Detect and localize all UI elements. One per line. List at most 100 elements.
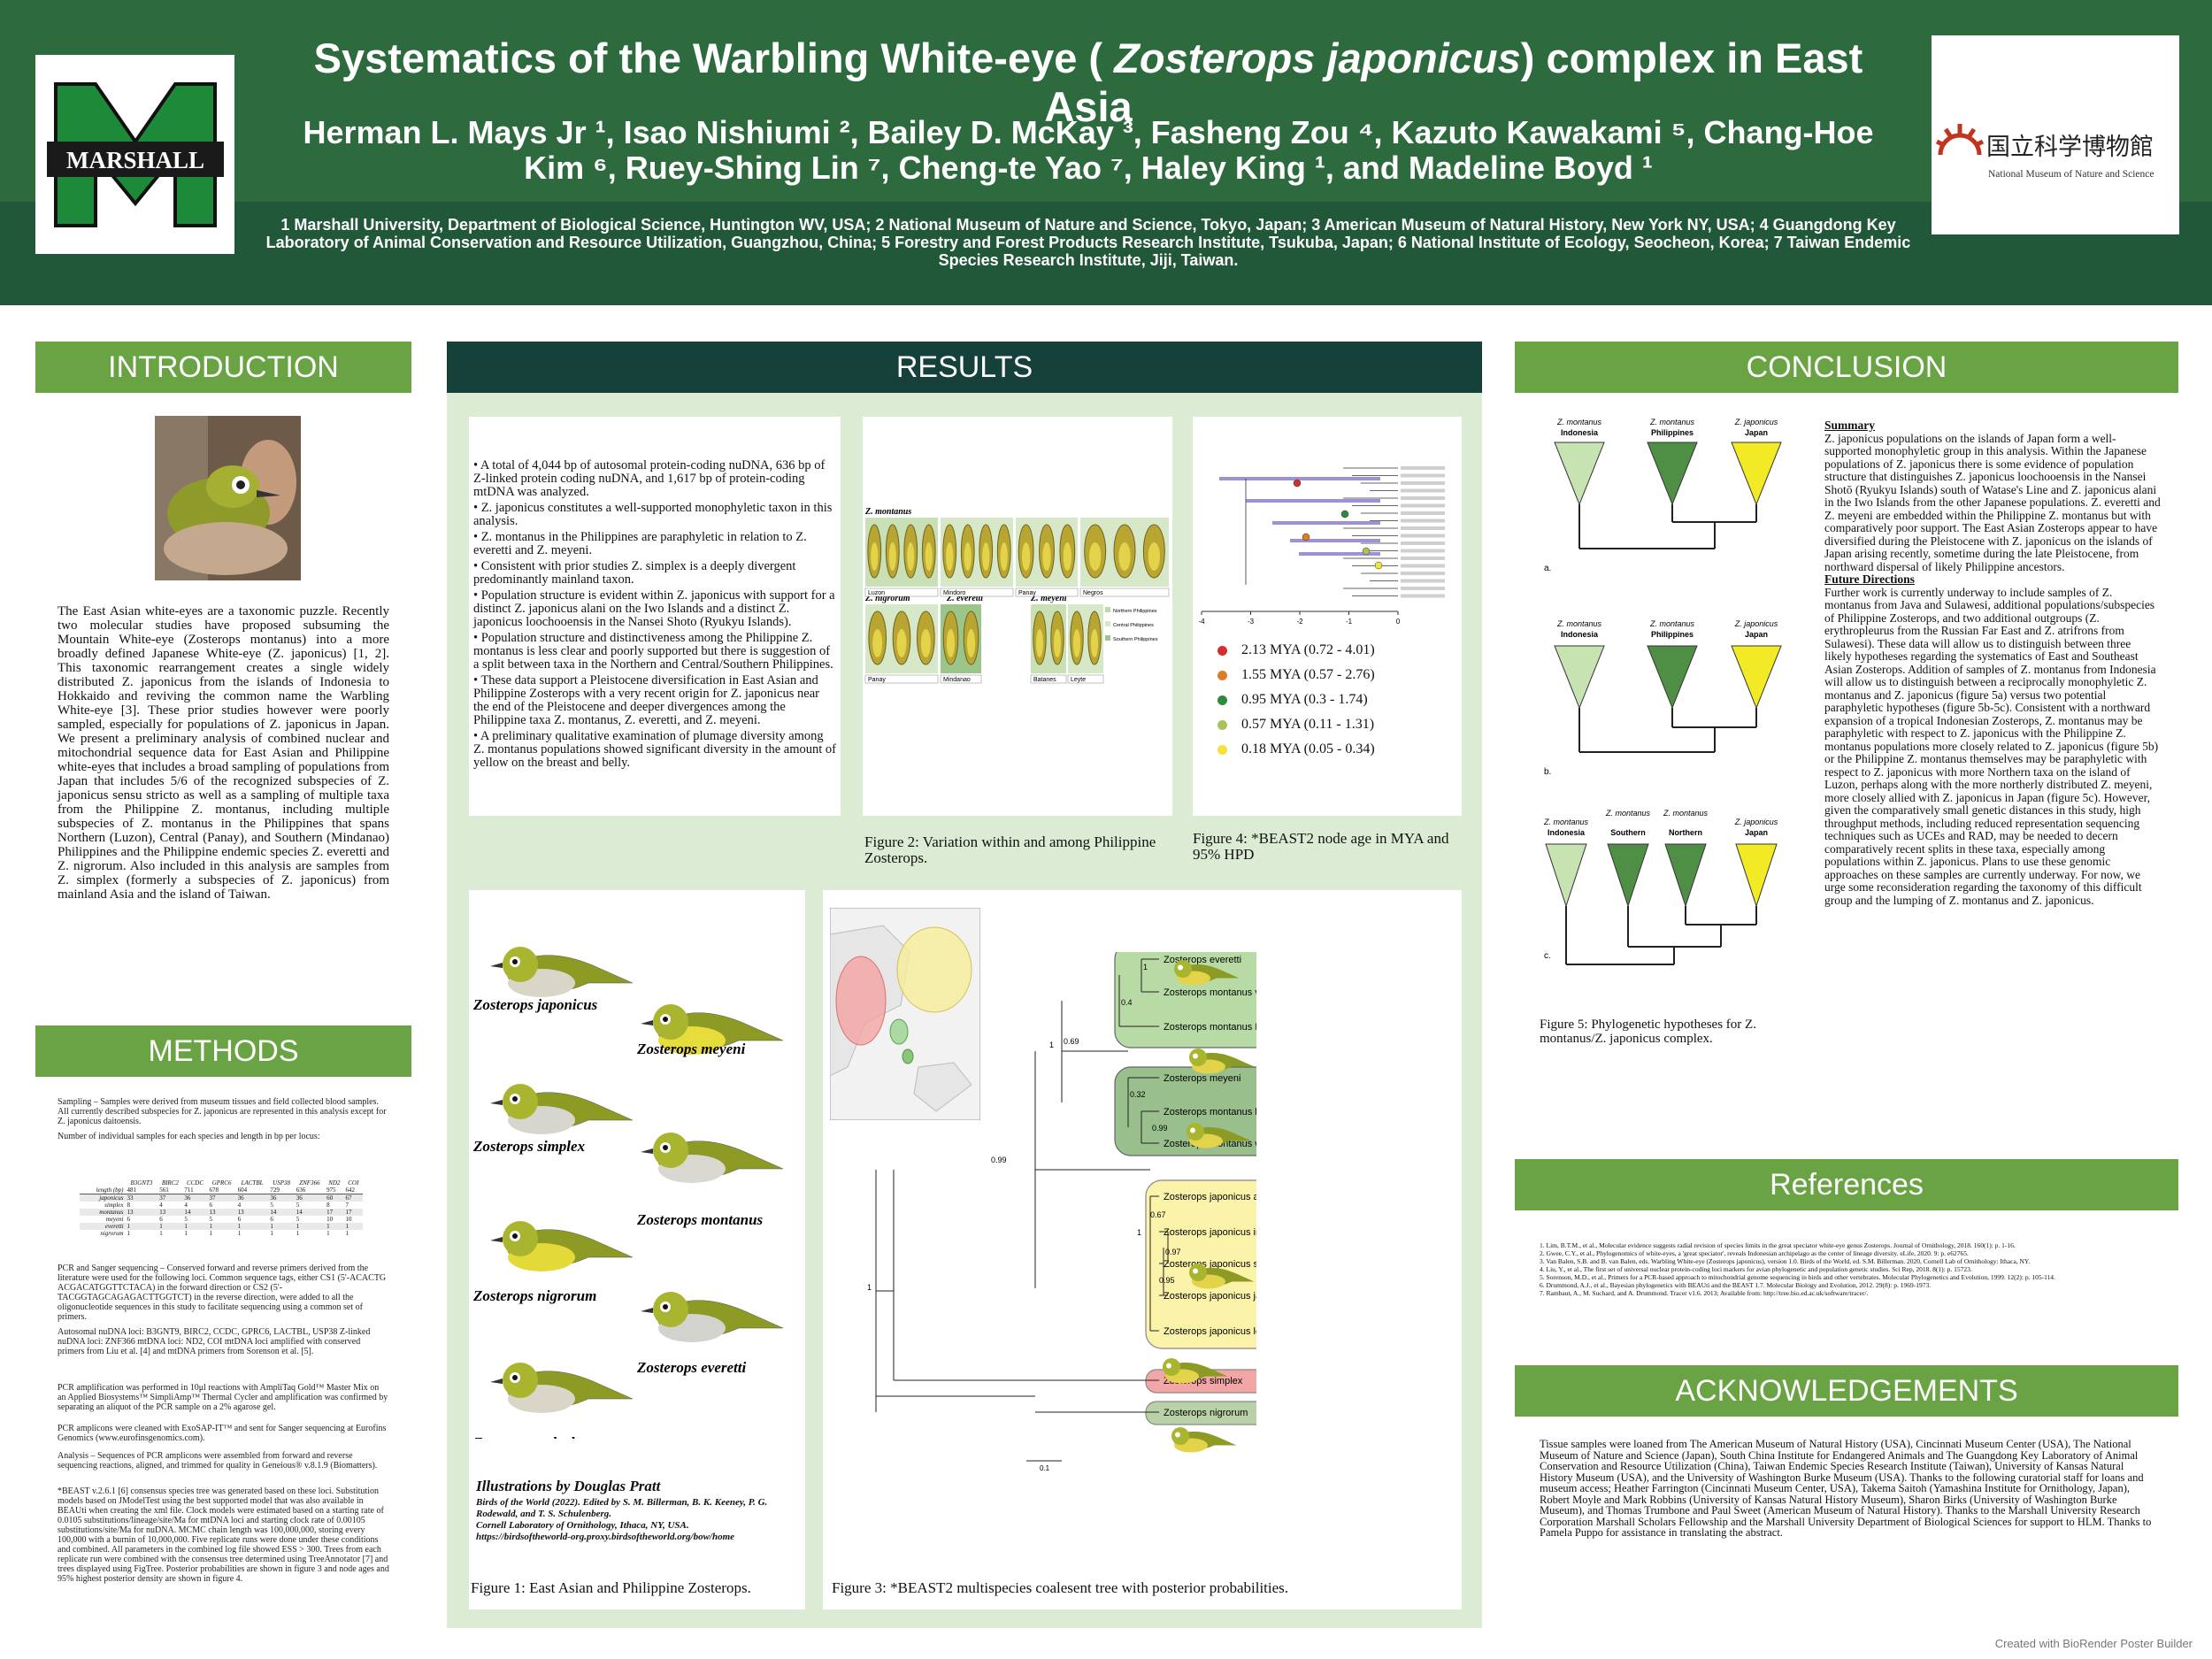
fig4-legend-row: 0.95 MYA (0.3 - 1.74) xyxy=(1217,687,1448,712)
figure-2-box: Z. montanus Z. nigrorum Z. everetti Z. m… xyxy=(863,417,1172,866)
fig4-axis-tick-label: -4 xyxy=(1198,618,1205,626)
table-cell: 1 xyxy=(207,1223,236,1230)
table-cell: 4 xyxy=(159,1202,163,1209)
summary-text: Z. japonicus populations on the islands … xyxy=(1824,431,2161,573)
fig1-species-label: Zosterops palpebrosus xyxy=(472,1434,612,1439)
affiliations: 1 Marshall University, Department of Bio… xyxy=(265,216,1911,269)
fig2-specimen-belly xyxy=(1148,542,1160,571)
table-cell: japonicus xyxy=(80,1194,126,1202)
fig4-tip-label xyxy=(1401,572,1445,575)
title-part: Systematics of the Warbling White-eye ( xyxy=(313,35,1115,81)
fig5-tree-label: Z. japonicus xyxy=(1734,818,1778,826)
fig5-clade-triangle xyxy=(1647,442,1698,506)
fig1-credit-text: Birds of the World (2022). Edited by S. … xyxy=(476,1497,795,1543)
table-header-cell xyxy=(80,1179,126,1187)
fig2-specimen-belly xyxy=(1054,629,1061,657)
footer-credit: Created with BioRender Poster Builder xyxy=(1994,1637,2193,1650)
fig2-locality-label: Negros xyxy=(1083,590,1103,596)
table-cell: 1 xyxy=(345,1230,349,1237)
fig4-tip-label xyxy=(1401,466,1445,470)
methods-amplification: PCR amplification was performed in 10μl … xyxy=(58,1383,388,1412)
methods-table-intro: Number of individual samples for each sp… xyxy=(58,1132,320,1141)
fig3-posterior-label: 0.4 xyxy=(1121,998,1133,1007)
methods-pcr: PCR and Sanger sequencing – Conserved fo… xyxy=(58,1263,387,1322)
fig4-tree-branches xyxy=(1219,466,1445,598)
introduction-text: The East Asian white-eyes are a taxonomi… xyxy=(58,604,389,902)
table-cell: 1 xyxy=(157,1223,183,1230)
table-cell: 1 xyxy=(182,1223,208,1230)
fig4-axis-tick-label: -3 xyxy=(1248,618,1255,626)
fig5-tree-label: Z. montanus xyxy=(1543,818,1589,826)
results-bullet: • Z. montanus in the Philippines are par… xyxy=(473,530,807,557)
table-cell: 1 xyxy=(294,1223,326,1230)
marshall-m-icon: MARSHALL xyxy=(46,81,224,227)
fig3-bird-icon xyxy=(1163,1358,1228,1384)
fig5-clade-triangle xyxy=(1554,645,1605,710)
fig2-specimen-belly xyxy=(920,629,931,657)
fig3-bird-icon xyxy=(1171,1427,1237,1453)
table-cell: 711 xyxy=(184,1187,194,1194)
table-cell: 60 xyxy=(325,1194,344,1202)
fig2-specimen-belly xyxy=(1000,542,1008,571)
fig4-tip-label xyxy=(1401,488,1445,493)
fig1-credit-line: Birds of the World (2022). Edited by S. … xyxy=(476,1497,768,1519)
fig3-taxon-label: Zosterops japonicus loochooensis xyxy=(1164,1326,1256,1337)
white-eye-illustration xyxy=(490,947,634,997)
table-cell: 33 xyxy=(125,1194,158,1202)
map-simplex-range xyxy=(835,956,887,1046)
table-cell: nigrorum xyxy=(100,1230,124,1237)
table-cell: 17 xyxy=(343,1209,363,1216)
figure-2-specimens: Z. montanus Z. nigrorum Z. everetti Z. m… xyxy=(864,507,1170,684)
fig2-legend-swatch xyxy=(1105,621,1110,626)
table-cell: length (bp) xyxy=(96,1187,124,1194)
header-affiliation-band xyxy=(0,202,2212,305)
fig3-taxon-label: Zosterops montanus PANAY xyxy=(1164,1022,1256,1033)
table-cell: 36 xyxy=(235,1194,269,1202)
table-cell: 729 xyxy=(270,1187,280,1194)
table-header-cell: BIRC2 xyxy=(161,1179,179,1187)
marshall-logo: MARSHALL xyxy=(35,55,234,254)
table-cell: 13 xyxy=(207,1209,236,1216)
fig5-tree-label: Z. montanus xyxy=(1649,418,1695,426)
fig1-species-label: Zosterops meyeni xyxy=(636,1041,746,1057)
fig4-tip-label xyxy=(1401,534,1445,538)
table-cell: 1 xyxy=(296,1230,300,1237)
figure-2-caption: Figure 2: Variation within and among Phi… xyxy=(864,833,1156,866)
table-cell: montanus xyxy=(80,1209,126,1216)
fig4-tip-label xyxy=(1401,549,1445,553)
results-bullet: • These data support a Pleistocene diver… xyxy=(473,673,819,727)
bird-eye xyxy=(512,959,518,964)
fig2-legend-swatch xyxy=(1105,635,1110,641)
legend-dot-icon xyxy=(1217,670,1227,680)
fig2-legend-swatch xyxy=(1105,607,1110,612)
fig4-tip-label xyxy=(1401,481,1445,485)
conclusion-text: Summary Z. japonicus populations on the … xyxy=(1824,419,2161,907)
fig5-tree-label: Japan xyxy=(1745,828,1768,837)
fig1-species-label: Zosterops montanus xyxy=(636,1211,764,1228)
bird-head xyxy=(1187,1123,1204,1141)
fig4-tip-label xyxy=(1401,473,1445,478)
fig3-map xyxy=(830,908,980,1120)
fig1-credit-link[interactable]: https://birdsoftheworld-org.proxy.birdso… xyxy=(476,1532,735,1542)
fig3-posterior-label: 0.32 xyxy=(1130,1090,1146,1099)
summary-heading: Summary xyxy=(1824,419,1875,432)
results-bullet: • Population structure and distinctivene… xyxy=(473,631,833,672)
fig5-clade-triangle xyxy=(1664,843,1707,908)
map-japonicus-range xyxy=(896,926,972,1013)
fig3-taxon-label: Zosterops everetti xyxy=(1164,955,1241,965)
fig3-posterior-label: 0.69 xyxy=(1064,1037,1079,1046)
results-bullet: • A preliminary qualitative examination … xyxy=(473,729,836,770)
bird-eye xyxy=(512,1233,518,1239)
legend-dot-icon xyxy=(1217,719,1227,730)
fig2-specimen-belly xyxy=(966,629,976,657)
methods-cleanup: PCR amplicons were cleaned with ExoSAP-I… xyxy=(58,1424,387,1443)
table-header-cell: ZNF366 xyxy=(299,1179,320,1187)
figure-3-caption: Figure 3: *BEAST2 multispecies coalesent… xyxy=(832,1579,1289,1596)
